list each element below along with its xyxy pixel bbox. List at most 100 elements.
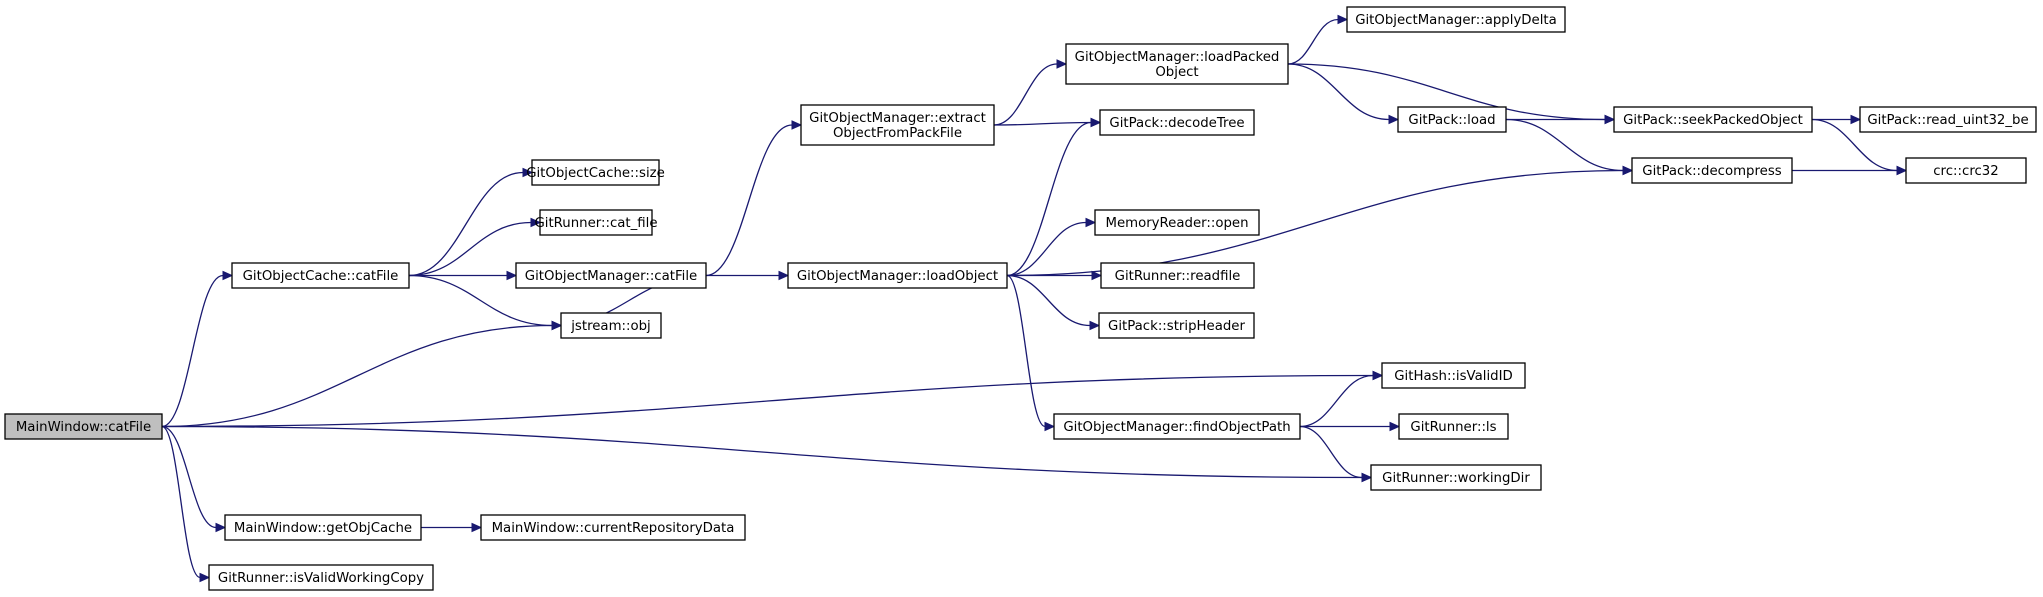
arrowhead-om_loadPacked-to-pack_load [1388,114,1400,125]
node-crc[interactable]: crc::crc32 [1905,157,2027,184]
node-label: GitRunner::isValidWorkingCopy [218,571,424,586]
node-label: GitPack::read_uint32_be [1867,113,2028,128]
node-mw-getObjCache[interactable]: MainWindow::getObjCache [224,514,422,541]
node-box [800,104,995,146]
node-label: GitHash::isValidID [1394,369,1513,384]
node-runner-wd[interactable]: GitRunner::workingDir [1370,464,1542,491]
node-box [1100,262,1255,289]
node-om-catFile[interactable]: GitObjectManager::catFile [515,262,707,289]
node-label: GitObjectManager::findObjectPath [1063,420,1290,435]
node-label: Object [1155,65,1198,80]
node-om-applyDelta[interactable]: GitObjectManager::applyDelta [1346,6,1566,33]
edge-om_findPath-to-hash_valid [1299,374,1374,428]
node-label: GitRunner::readfile [1115,269,1241,284]
node-label: GitPack::decompress [1642,164,1781,179]
node-label: GitPack::load [1408,113,1495,128]
node-box [1397,106,1507,133]
node-om-findPath[interactable]: GitObjectManager::findObjectPath [1053,413,1301,440]
edge-om_loadPacked-to-pack_seek [1287,63,1606,121]
edge-root-to-hash_valid [161,374,1374,428]
arrowhead-root-to-runner_validwc [199,572,211,583]
node-box [1381,362,1526,389]
arrowhead-pack_load-to-pack_seek [1604,114,1616,125]
edge-om_extract-to-om_loadPacked [993,63,1058,126]
node-hash-valid[interactable]: GitHash::isValidID [1381,362,1526,389]
node-box [1631,157,1793,184]
arrowhead-om_findPath-to-runner_wd [1361,472,1373,483]
node-box [208,564,434,591]
node-runner-validwc[interactable]: GitRunner::isValidWorkingCopy [208,564,434,591]
node-pack-read[interactable]: GitPack::read_uint32_be [1859,106,2037,133]
edge-om_catFile-to-om_extract [705,124,793,277]
edge-om_loadPacked-to-om_applyDelta [1287,18,1339,65]
node-box [1346,6,1566,33]
arrowhead-oc_catFile-to-oc_size [522,167,534,178]
node-label: GitObjectCache::size [526,166,665,181]
edge-root-to-js_obj [161,324,553,428]
node-label: GitObjectManager::catFile [525,269,697,284]
node-pack-load[interactable]: GitPack::load [1397,106,1507,133]
node-label: GitObjectManager::applyDelta [1355,13,1557,28]
node-box [231,262,410,289]
node-label: MemoryReader::open [1105,216,1248,231]
node-runner-readfile[interactable]: GitRunner::readfile [1100,262,1255,289]
node-label: GitObjectCache::catFile [243,269,399,284]
node-box [515,262,707,289]
arrowhead-mw_getObjCache-to-mw_currentRepo [471,522,483,533]
node-om-loadObject[interactable]: GitObjectManager::loadObject [787,262,1008,289]
arrowhead-om_findPath-to-hash_valid [1372,370,1384,381]
node-label: GitRunner::ls [1410,420,1496,435]
node-box [539,209,653,236]
arrowhead-om_catFile-to-om_loadObject [778,270,790,281]
node-label: GitPack::decodeTree [1109,116,1244,131]
node-label: GitPack::stripHeader [1108,319,1245,334]
node-pack-strip[interactable]: GitPack::stripHeader [1098,312,1255,339]
arrowhead-root-to-mw_getObjCache [215,522,227,533]
node-oc-catFile[interactable]: GitObjectCache::catFile [231,262,410,289]
node-label: crc::crc32 [1933,164,1998,179]
node-box [1065,43,1289,85]
arrowhead-pack_seek-to-pack_read [1850,114,1862,125]
arrowhead-om_loadObject-to-om_findPath [1044,421,1056,432]
node-box [1613,106,1813,133]
node-root[interactable]: MainWindow::catFile [4,413,163,440]
node-oc-size[interactable]: GitObjectCache::size [526,159,665,186]
edge-om_loadObject-to-om_findPath [1006,274,1046,428]
edge-root-to-runner_validwc [161,425,201,579]
arrowhead-om_extract-to-om_loadPacked [1056,59,1068,69]
edges-layer [161,14,1908,583]
edge-om_findPath-to-runner_wd [1299,425,1363,479]
node-label: GitRunner::cat_file [534,216,657,231]
node-box [4,413,163,440]
node-pack-decompress[interactable]: GitPack::decompress [1631,157,1793,184]
node-label: jstream::obj [570,319,651,334]
arrowhead-om_catFile-to-js_obj [551,320,563,331]
node-runner-ls[interactable]: GitRunner::ls [1398,413,1509,440]
node-label: GitRunner::workingDir [1382,471,1530,486]
edge-oc_catFile-to-js_obj [408,274,553,327]
node-pack-seek[interactable]: GitPack::seekPackedObject [1613,106,1813,133]
node-label: ObjectFromPackFile [833,126,962,141]
arrowhead-om_loadObject-to-runner_readfile [1091,270,1103,281]
node-label: GitObjectManager::extract [809,111,986,126]
node-pack-decodeTree[interactable]: GitPack::decodeTree [1099,109,1255,136]
node-box [1053,413,1301,440]
edge-pack_load-to-pack_decompress [1505,118,1624,172]
edge-root-to-mw_getObjCache [161,425,217,529]
node-mr-open[interactable]: MemoryReader::open [1094,209,1260,236]
node-mw-currentRepo[interactable]: MainWindow::currentRepositoryData [480,514,746,541]
node-js-obj[interactable]: jstream::obj [560,312,662,339]
edge-om_loadObject-to-mr_open [1006,221,1087,277]
node-box [1370,464,1542,491]
edge-root-to-runner_wd [161,425,1363,479]
node-label: GitPack::seekPackedObject [1623,113,1803,128]
edge-pack_seek-to-crc [1811,118,1898,172]
arrowhead-om_loadObject-to-pack_strip [1089,320,1101,331]
node-label: GitObjectManager::loadPacked [1075,50,1280,65]
node-box [1398,413,1509,440]
node-runner-catfile[interactable]: GitRunner::cat_file [534,209,658,236]
node-om-extract[interactable]: GitObjectManager::extractObjectFromPackF… [800,104,995,146]
arrowhead-om_findPath-to-runner_ls [1389,421,1401,432]
arrowhead-om_loadObject-to-mr_open [1085,217,1097,228]
